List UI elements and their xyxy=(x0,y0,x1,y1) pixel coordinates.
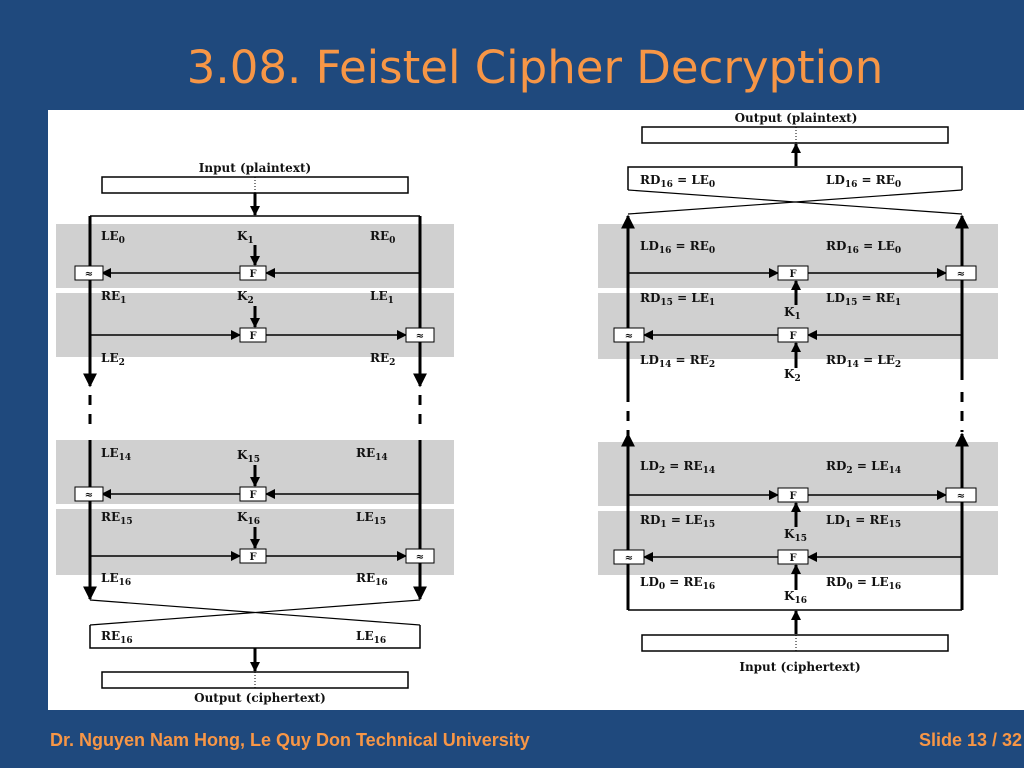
dec-r6-left: LD0 = RE16 xyxy=(640,575,715,592)
dec-xor2-box xyxy=(613,327,645,343)
dec-k16: K16 xyxy=(784,589,807,606)
dec-xor16-box xyxy=(613,549,645,565)
dec-top-left: RD16 = LE0 xyxy=(640,173,715,190)
dec-swap-line-b xyxy=(627,189,963,215)
enc-k15: K15 xyxy=(237,448,260,465)
enc-re1: RE1 xyxy=(101,289,126,306)
slide-title: 3.08. Feistel Cipher Decryption xyxy=(186,41,884,94)
enc-xor16-box xyxy=(405,548,435,564)
dec-r3-right: RD14 = LE2 xyxy=(826,353,901,370)
dec-r5-left: RD1 = LE15 xyxy=(640,513,715,530)
dec-input-label: Input (ciphertext) xyxy=(739,660,860,674)
dec-k1: K1 xyxy=(784,305,801,322)
dec-r1-right: RD16 = LE0 xyxy=(826,239,901,256)
enc-le0: LE0 xyxy=(101,229,125,246)
enc-xor15-box xyxy=(74,486,104,502)
enc-le1: LE1 xyxy=(370,289,394,306)
dec-r6-right: RD0 = LE16 xyxy=(826,575,901,592)
enc-re16: RE16 xyxy=(356,571,388,588)
dec-r3-left: LD14 = RE2 xyxy=(640,353,715,370)
enc-f1-label: F xyxy=(249,269,256,280)
enc-f2-label: F xyxy=(249,331,256,342)
dec-output-box xyxy=(641,126,949,144)
dec-output-bracket xyxy=(627,166,963,190)
enc-le15: LE15 xyxy=(356,510,386,527)
dec-f1-label: F xyxy=(789,269,796,280)
enc-xor16-label: ≈ xyxy=(416,552,424,563)
dec-xor2-label: ≈ xyxy=(625,331,633,342)
enc-output-label: Output (ciphertext) xyxy=(194,691,326,705)
enc-xor1-label: ≈ xyxy=(85,269,93,280)
enc-re2: RE2 xyxy=(370,351,395,368)
dec-xor1-label: ≈ xyxy=(957,269,965,280)
enc-output-box xyxy=(101,671,409,689)
enc-xor2-box xyxy=(405,327,435,343)
enc-xor1-box xyxy=(74,265,104,281)
dec-r5-right: LD1 = RE15 xyxy=(826,513,901,530)
enc-xor15-label: ≈ xyxy=(85,490,93,501)
dec-input-box xyxy=(641,634,949,652)
dec-f2-label: F xyxy=(789,331,796,342)
enc-input-label: Input (plaintext) xyxy=(199,161,311,175)
enc-k1: K1 xyxy=(237,229,254,246)
dec-xor15-label: ≈ xyxy=(957,491,965,502)
enc-k16: K16 xyxy=(237,510,260,527)
dec-xor16-label: ≈ xyxy=(625,553,633,564)
feistel-diagram-svg: Input (plaintext) LE0 K1 RE0 F ≈ RE1 K2 … xyxy=(56,111,998,705)
dec-r1-left: LD16 = RE0 xyxy=(640,239,715,256)
footer-author: Dr. Nguyen Nam Hong, Le Quy Don Technica… xyxy=(50,730,530,750)
enc-out-right: LE16 xyxy=(356,629,386,646)
dec-f15-label: F xyxy=(789,491,796,502)
enc-swap-line-b xyxy=(89,599,421,626)
dec-output-label: Output (plaintext) xyxy=(735,111,858,125)
dec-r2-right: LD15 = RE1 xyxy=(826,291,901,308)
slide-number: Slide 13 / 32 xyxy=(918,730,1022,750)
dec-k15: K15 xyxy=(784,527,807,544)
dec-f16-label: F xyxy=(789,553,796,564)
enc-f15-label: F xyxy=(249,490,256,501)
decryption-diagram: Output (plaintext) RD16 = LE0 LD16 = RE0… xyxy=(598,111,998,674)
enc-re0: RE0 xyxy=(370,229,395,246)
dec-r4-right: RD2 = LE14 xyxy=(826,459,901,476)
dec-k2: K2 xyxy=(784,367,801,384)
enc-le16: LE16 xyxy=(101,571,131,588)
dec-xor1-box xyxy=(945,265,977,281)
dec-r4-left: LD2 = RE14 xyxy=(640,459,715,476)
encryption-diagram: Input (plaintext) LE0 K1 RE0 F ≈ RE1 K2 … xyxy=(56,161,454,705)
enc-le2: LE2 xyxy=(101,351,125,368)
enc-re14: RE14 xyxy=(356,446,388,463)
enc-k2: K2 xyxy=(237,289,254,306)
enc-f16-label: F xyxy=(249,552,256,563)
dec-r2-left: RD15 = LE1 xyxy=(640,291,715,308)
enc-input-box xyxy=(101,176,409,194)
enc-re15: RE15 xyxy=(101,510,133,527)
enc-le14: LE14 xyxy=(101,446,131,463)
dec-top-right: LD16 = RE0 xyxy=(826,173,901,190)
enc-xor2-label: ≈ xyxy=(416,331,424,342)
feistel-figure: Input (plaintext) LE0 K1 RE0 F ≈ RE1 K2 … xyxy=(48,110,1024,710)
dec-xor15-box xyxy=(945,487,977,503)
enc-out-left: RE16 xyxy=(101,629,133,646)
